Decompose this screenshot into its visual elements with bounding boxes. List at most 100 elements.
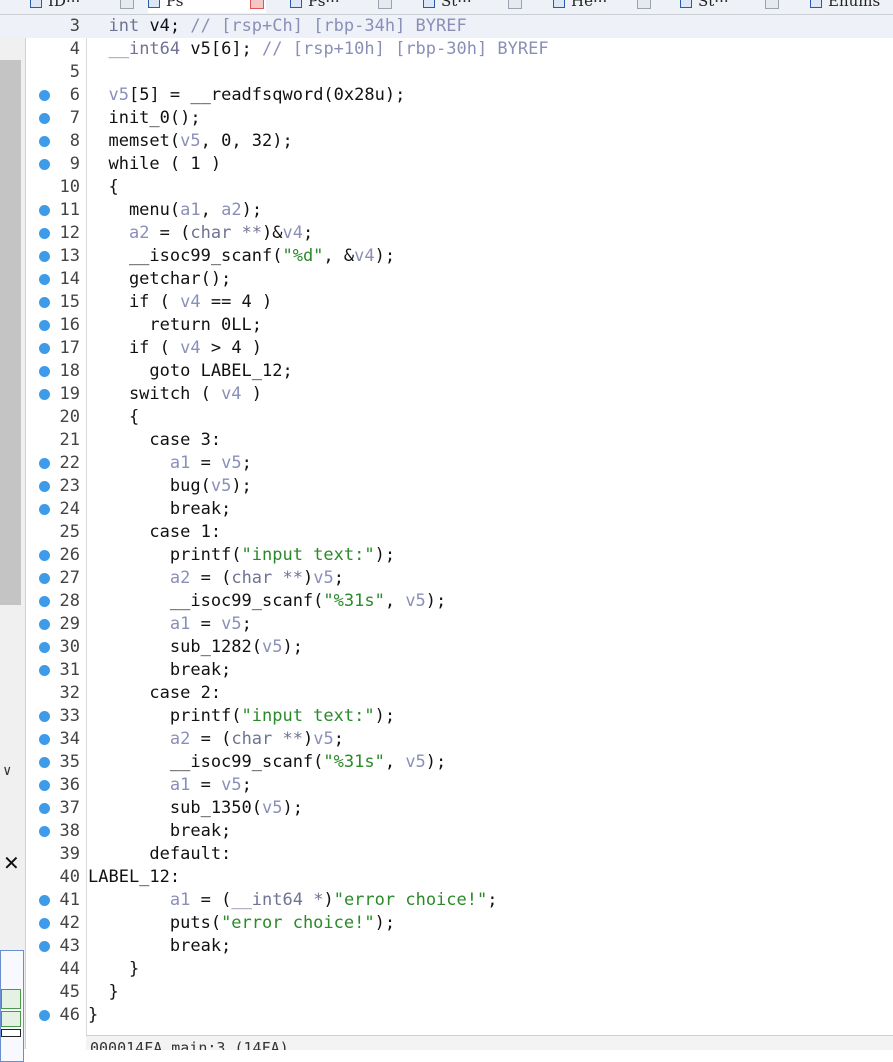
code-line[interactable]: 11 menu(a1, a2); [0, 199, 893, 222]
breakpoint-dot-icon[interactable] [39, 458, 50, 469]
breakpoint-dot-icon[interactable] [39, 366, 50, 377]
code-text: __int64 v5[6]; // [rsp+10h] [rbp-30h] BY… [88, 38, 548, 61]
code-line[interactable]: 32 case 2: [0, 682, 893, 705]
breakpoint-dot-icon[interactable] [39, 780, 50, 791]
code-line[interactable]: 28 __isoc99_scanf("%31s", v5); [0, 590, 893, 613]
code-line[interactable]: 19 switch ( v4 ) [0, 383, 893, 406]
breakpoint-dot-icon[interactable] [39, 504, 50, 515]
breakpoint-dot-icon[interactable] [39, 136, 50, 147]
code-line[interactable]: 12 a2 = (char **)&v4; [0, 222, 893, 245]
code-token: ); [374, 706, 396, 726]
scroll-down-icon[interactable]: ∨ [3, 763, 12, 779]
tab-label: St··· [698, 0, 729, 10]
code-line[interactable]: 42 puts("error choice!"); [0, 912, 893, 935]
code-line[interactable]: 45 } [0, 981, 893, 1004]
breakpoint-dot-icon[interactable] [39, 113, 50, 124]
breakpoint-dot-icon[interactable] [39, 918, 50, 929]
code-line[interactable]: 18 goto LABEL_12; [0, 360, 893, 383]
code-line[interactable]: 26 printf("input text:"); [0, 544, 893, 567]
breakpoint-dot-icon[interactable] [39, 1010, 50, 1021]
code-line[interactable]: 36 a1 = v5; [0, 774, 893, 797]
code-line[interactable]: 14 getchar(); [0, 268, 893, 291]
code-line[interactable]: 31 break; [0, 659, 893, 682]
code-line[interactable]: 46} [0, 1004, 893, 1027]
code-line[interactable]: 22 a1 = v5; [0, 452, 893, 475]
code-line[interactable]: 8 memset(v5, 0, 32); [0, 130, 893, 153]
breakpoint-dot-icon[interactable] [39, 297, 50, 308]
code-line[interactable]: 27 a2 = (char **)v5; [0, 567, 893, 590]
code-line[interactable]: 34 a2 = (char **)v5; [0, 728, 893, 751]
tab-close-icon[interactable] [250, 0, 264, 9]
code-token [88, 568, 170, 588]
code-text: default: [88, 843, 231, 866]
tab-close-icon[interactable] [765, 0, 779, 9]
breakpoint-dot-icon[interactable] [39, 895, 50, 906]
breakpoint-dot-icon[interactable] [39, 320, 50, 331]
code-line[interactable]: 5 [0, 61, 893, 84]
close-icon[interactable]: ✕ [3, 851, 20, 875]
scrollbar-thumb[interactable] [0, 60, 21, 605]
code-line[interactable]: 23 bug(v5); [0, 475, 893, 498]
code-line[interactable]: 43 break; [0, 935, 893, 958]
breakpoint-dot-icon[interactable] [39, 734, 50, 745]
code-line[interactable]: 20 { [0, 406, 893, 429]
code-line[interactable]: 17 if ( v4 > 4 ) [0, 337, 893, 360]
tab-2[interactable]: Ps··· [290, 0, 394, 13]
breakpoint-dot-icon[interactable] [39, 159, 50, 170]
breakpoint-dot-icon[interactable] [39, 573, 50, 584]
tab-close-icon[interactable] [508, 0, 522, 9]
breakpoint-dot-icon[interactable] [39, 711, 50, 722]
view-icon [290, 0, 302, 8]
tab-6[interactable]: Enums [810, 0, 893, 13]
tab-close-icon[interactable] [378, 0, 392, 9]
breakpoint-dot-icon[interactable] [39, 228, 50, 239]
code-line[interactable]: 44 } [0, 958, 893, 981]
code-line[interactable]: 39 default: [0, 843, 893, 866]
code-line[interactable]: 37 sub_1350(v5); [0, 797, 893, 820]
tab-3[interactable]: St··· [423, 0, 524, 13]
breakpoint-dot-icon[interactable] [39, 251, 50, 262]
code-token: char ** [231, 729, 303, 749]
tab-4[interactable]: He··· [553, 0, 653, 13]
code-token: v5 [210, 476, 232, 496]
code-line[interactable]: 15 if ( v4 == 4 ) [0, 291, 893, 314]
breakpoint-dot-icon[interactable] [39, 596, 50, 607]
breakpoint-dot-icon[interactable] [39, 343, 50, 354]
code-line[interactable]: 33 printf("input text:"); [0, 705, 893, 728]
code-line[interactable]: 6 v5[5] = __readfsqword(0x28u); [0, 84, 893, 107]
code-line[interactable]: 21 case 3: [0, 429, 893, 452]
breakpoint-dot-icon[interactable] [39, 642, 50, 653]
tab-5[interactable]: St··· [680, 0, 781, 13]
breakpoint-dot-icon[interactable] [39, 941, 50, 952]
code-line[interactable]: 7 init_0(); [0, 107, 893, 130]
breakpoint-dot-icon[interactable] [39, 274, 50, 285]
code-line[interactable]: 24 break; [0, 498, 893, 521]
code-line[interactable]: 35 __isoc99_scanf("%31s", v5); [0, 751, 893, 774]
breakpoint-dot-icon[interactable] [39, 90, 50, 101]
breakpoint-dot-icon[interactable] [39, 826, 50, 837]
breakpoint-dot-icon[interactable] [39, 803, 50, 814]
breakpoint-dot-icon[interactable] [39, 389, 50, 400]
tab-1[interactable]: Ps [148, 0, 266, 13]
code-line[interactable]: 9 while ( 1 ) [0, 153, 893, 176]
breakpoint-dot-icon[interactable] [39, 205, 50, 216]
code-line[interactable]: 4 __int64 v5[6]; // [rsp+10h] [rbp-30h] … [0, 38, 893, 61]
code-line[interactable]: 16 return 0LL; [0, 314, 893, 337]
code-line[interactable]: 41 a1 = (__int64 *)"error choice!"; [0, 889, 893, 912]
code-line[interactable]: 13 __isoc99_scanf("%d", &v4); [0, 245, 893, 268]
breakpoint-dot-icon[interactable] [39, 757, 50, 768]
tab-close-icon[interactable] [637, 0, 651, 9]
tab-0[interactable]: ID··· [30, 0, 136, 13]
code-line[interactable]: 25 case 1: [0, 521, 893, 544]
breakpoint-dot-icon[interactable] [39, 665, 50, 676]
breakpoint-dot-icon[interactable] [39, 481, 50, 492]
code-line[interactable]: 3 int v4; // [rsp+Ch] [rbp-34h] BYREF [0, 15, 893, 38]
code-line[interactable]: 10 { [0, 176, 893, 199]
breakpoint-dot-icon[interactable] [39, 619, 50, 630]
code-line[interactable]: 38 break; [0, 820, 893, 843]
code-line[interactable]: 29 a1 = v5; [0, 613, 893, 636]
code-line[interactable]: 30 sub_1282(v5); [0, 636, 893, 659]
breakpoint-dot-icon[interactable] [39, 550, 50, 561]
tab-close-icon[interactable] [120, 0, 134, 9]
